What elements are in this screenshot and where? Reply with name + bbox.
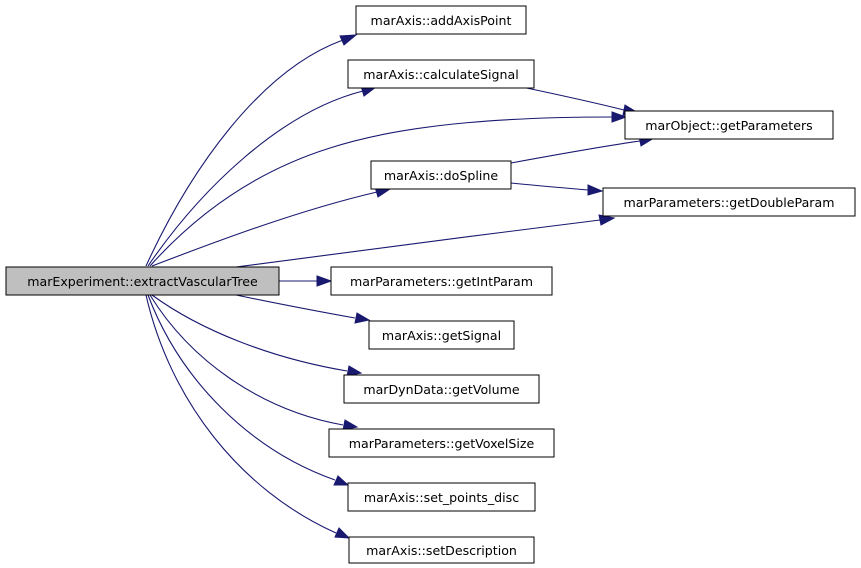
edge-root-to-getIntParam [279, 275, 333, 287]
edge-root-to-set_points_disc [147, 294, 350, 486]
edge-root-to-setDescription [145, 294, 351, 539]
node-label: marParameters::getIntParam [350, 274, 533, 289]
edge-root-to-getVoxelSize [149, 294, 359, 431]
node-set_points_disc[interactable]: marAxis::set_points_disc [347, 482, 536, 512]
edge-root-to-getDoubleParam [235, 214, 616, 268]
node-setDescription[interactable]: marAxis::setDescription [348, 536, 535, 564]
node-label: marAxis::set_points_disc [364, 490, 519, 505]
node-label: marAxis::getSignal [382, 328, 501, 343]
node-calculateSignal[interactable]: marAxis::calculateSignal [347, 59, 535, 89]
node-getVoxelSize[interactable]: marParameters::getVoxelSize [328, 428, 555, 458]
node-label: marAxis::addAxisPoint [371, 13, 512, 28]
node-label: marObject::getParameters [645, 118, 812, 133]
node-label: marExperiment::extractVascularTree [27, 274, 258, 289]
edge-calculateSignal-to-getParameters [516, 85, 640, 116]
edge-root-to-doSpline [151, 186, 392, 267]
node-getDoubleParam[interactable]: marParameters::getDoubleParam [602, 187, 856, 217]
node-label: marDynData::getVolume [363, 382, 520, 397]
node-label: marAxis::setDescription [366, 543, 517, 558]
edge-doSpline-to-getParameters [510, 135, 656, 164]
node-label: marAxis::calculateSignal [363, 67, 518, 82]
edge-root-to-getParameters [149, 111, 628, 267]
node-getParameters[interactable]: marObject::getParameters [624, 110, 834, 140]
node-label: marAxis::doSpline [384, 168, 498, 183]
node-label: marParameters::getDoubleParam [624, 195, 835, 210]
node-addAxisPoint[interactable]: marAxis::addAxisPoint [355, 5, 527, 35]
node-root[interactable]: marExperiment::extractVascularTree [5, 266, 280, 296]
edge-root-to-getSignal [235, 294, 371, 324]
node-doSpline[interactable]: marAxis::doSpline [370, 160, 512, 190]
node-label: marParameters::getVoxelSize [349, 436, 535, 451]
node-getVolume[interactable]: marDynData::getVolume [343, 374, 540, 404]
edge-root-to-addAxisPoint [145, 34, 358, 267]
edge-doSpline-to-getDoubleParam [510, 182, 604, 196]
node-getSignal[interactable]: marAxis::getSignal [368, 320, 515, 350]
node-getIntParam[interactable]: marParameters::getIntParam [330, 266, 553, 296]
edge-root-to-getVolume [151, 294, 363, 377]
